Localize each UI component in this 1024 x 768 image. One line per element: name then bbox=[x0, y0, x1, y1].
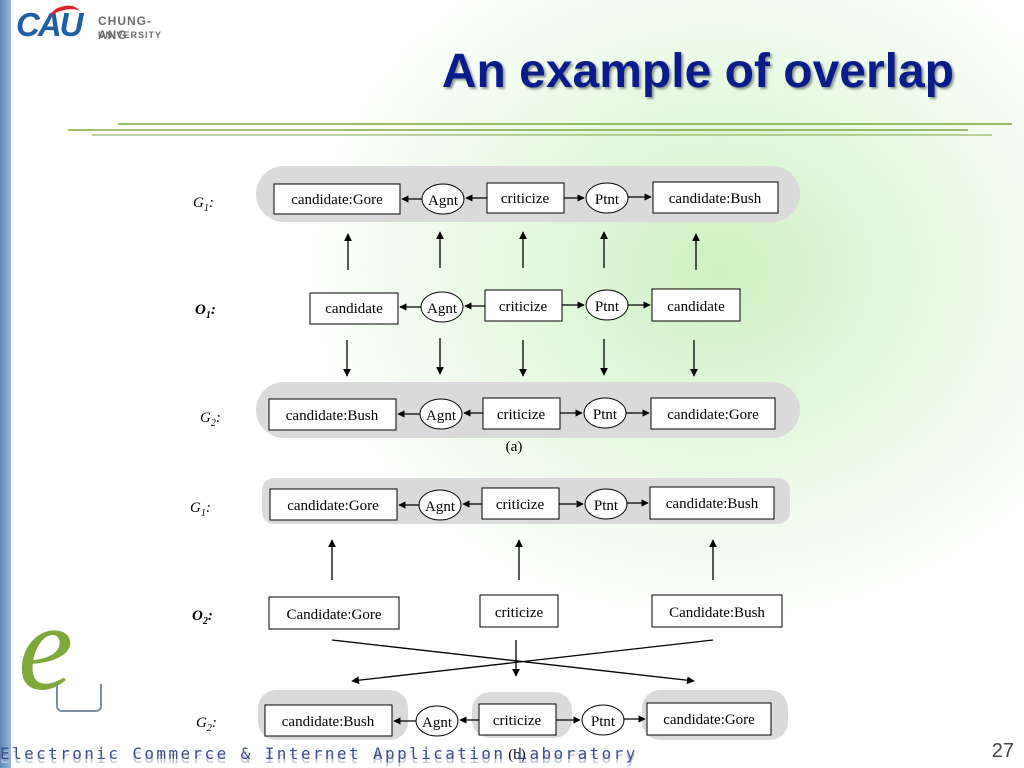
node-label: candidate:Gore bbox=[667, 407, 759, 423]
row-a-g2-arrows bbox=[397, 409, 650, 418]
node-box bbox=[651, 594, 783, 628]
university-logo: CAU CHUNG-ANG UNIVERSITY bbox=[16, 3, 176, 50]
node-oval bbox=[584, 488, 628, 520]
logo-subname: UNIVERSITY bbox=[98, 30, 163, 40]
node-label: criticize bbox=[499, 299, 548, 315]
node-box bbox=[478, 703, 557, 736]
node-label: candidate:Bush bbox=[666, 496, 759, 512]
slide-title: An example of overlap bbox=[441, 45, 954, 98]
row-a-o1-arrows bbox=[399, 301, 651, 311]
node-box bbox=[651, 288, 741, 322]
node-label: Agnt bbox=[425, 499, 456, 515]
node-label: Ptnt bbox=[593, 407, 618, 423]
row-a-o1-labels: candidate Agnt criticize Ptnt candidate bbox=[325, 299, 725, 317]
node-box bbox=[264, 704, 393, 737]
row-b-o2 bbox=[268, 594, 783, 630]
row-b-g2-labels: candidate:Bush Agnt criticize Ptnt candi… bbox=[282, 712, 755, 731]
row-a-o1 bbox=[309, 288, 741, 325]
row-a-g1-arrows bbox=[401, 193, 652, 203]
node-label: Ptnt bbox=[595, 299, 620, 315]
node-label: Ptnt bbox=[591, 714, 616, 730]
logo-mark: CAU bbox=[16, 6, 83, 43]
label-b-g1: G1: bbox=[190, 500, 211, 519]
node-label: candidate bbox=[667, 299, 725, 315]
page-number: 27 bbox=[991, 740, 1014, 762]
e-commerce-logo: e bbox=[12, 586, 116, 740]
footer-lab-name: Electronic Commerce & Internet Applicati… bbox=[0, 744, 638, 763]
node-label: candidate:Bush bbox=[669, 191, 762, 207]
node-label: Ptnt bbox=[594, 498, 619, 514]
node-label: Agnt bbox=[427, 301, 458, 317]
row-b-g1-arrows bbox=[398, 499, 649, 509]
node-box bbox=[650, 397, 776, 430]
node-label: criticize bbox=[495, 605, 544, 621]
node-box bbox=[269, 488, 398, 521]
node-box bbox=[646, 702, 772, 736]
node-label: candidate:Bush bbox=[286, 408, 379, 424]
left-accent-bar bbox=[0, 0, 11, 768]
node-label: criticize bbox=[501, 191, 550, 207]
node-label: candidate:Gore bbox=[291, 192, 383, 208]
label-b-o2: O2: bbox=[192, 608, 213, 627]
e-letter-icon: e bbox=[18, 579, 74, 716]
row-a-g1-labels: candidate:Gore Agnt criticize Ptnt candi… bbox=[291, 191, 762, 209]
node-label: Ptnt bbox=[595, 192, 620, 208]
node-oval bbox=[581, 704, 625, 736]
node-label: Agnt bbox=[422, 715, 453, 731]
node-box bbox=[652, 181, 779, 214]
node-box bbox=[649, 486, 775, 520]
node-box bbox=[482, 397, 561, 430]
row-a-g1 bbox=[273, 181, 779, 215]
row-b-g1-labels: candidate:Gore Agnt criticize Ptnt candi… bbox=[287, 496, 759, 515]
node-box bbox=[273, 183, 401, 215]
row-b-g2-arrows bbox=[393, 715, 646, 725]
node-box bbox=[309, 292, 399, 325]
row-a-g2 bbox=[268, 397, 776, 431]
node-label: Candidate:Gore bbox=[287, 607, 382, 623]
row-b-g2 bbox=[264, 702, 772, 737]
mapping-arrows-b bbox=[328, 539, 717, 685]
cloud-backgrounds bbox=[256, 166, 800, 740]
node-label: Candidate:Bush bbox=[669, 605, 765, 621]
title-underline bbox=[68, 123, 1012, 136]
label-b-g2: G2: bbox=[196, 715, 217, 734]
row-b-o2-labels: Candidate:Gore criticize Candidate:Bush bbox=[287, 605, 766, 623]
node-label: criticize bbox=[497, 407, 546, 423]
mapping-arrows-a bbox=[343, 231, 700, 377]
row-a-g2-labels: candidate:Bush Agnt criticize Ptnt candi… bbox=[286, 407, 759, 424]
node-label: candidate:Gore bbox=[663, 712, 755, 728]
label-a-g1: G1: bbox=[193, 195, 214, 214]
logo-name: CHUNG-ANG bbox=[98, 14, 152, 42]
node-label: criticize bbox=[496, 497, 545, 513]
node-box bbox=[268, 398, 397, 431]
label-a-o1: O1: bbox=[195, 302, 216, 321]
node-label: Agnt bbox=[426, 408, 457, 424]
caption-a: (a) bbox=[506, 439, 523, 455]
node-oval bbox=[585, 182, 629, 214]
mapping-arrow bbox=[331, 639, 695, 685]
label-a-g2: G2: bbox=[200, 410, 221, 429]
caption-b: (b) bbox=[508, 747, 526, 763]
shopping-cart-icon bbox=[56, 684, 102, 712]
node-label: criticize bbox=[493, 713, 542, 729]
node-label: candidate:Gore bbox=[287, 498, 379, 514]
node-box bbox=[481, 487, 560, 520]
node-box bbox=[479, 594, 559, 628]
node-label: Agnt bbox=[428, 193, 459, 209]
node-label: candidate bbox=[325, 301, 383, 317]
node-label: candidate:Bush bbox=[282, 714, 375, 730]
node-box bbox=[268, 596, 400, 630]
mapping-arrow bbox=[351, 639, 714, 685]
node-box bbox=[484, 289, 563, 322]
